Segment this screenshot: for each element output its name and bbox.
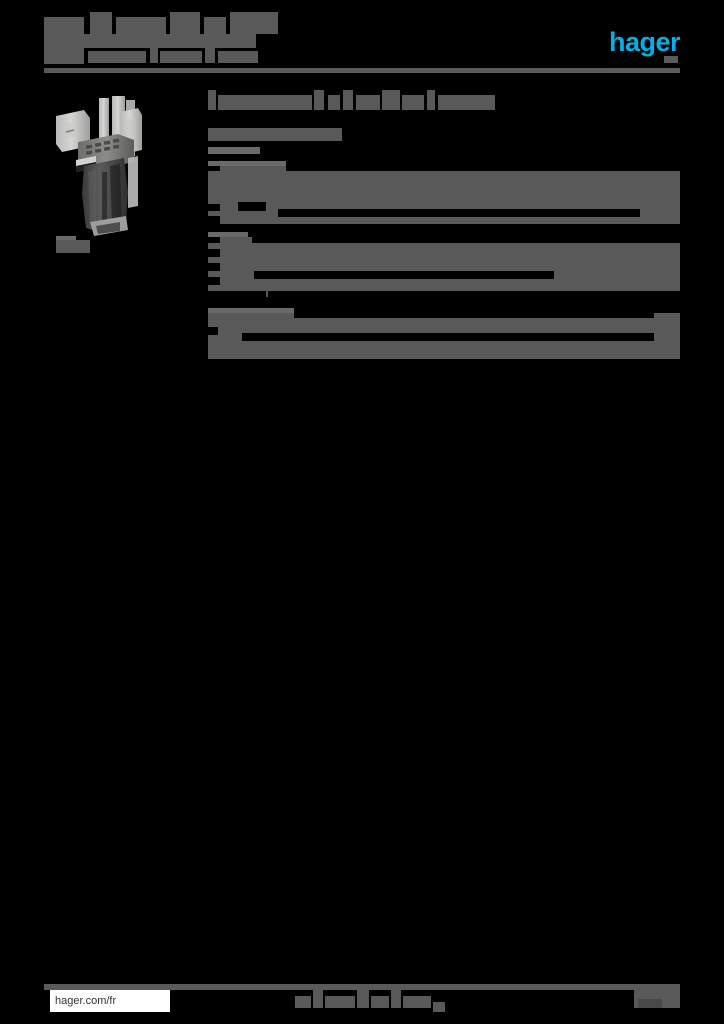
heading-fragment: [343, 90, 353, 110]
table-row: [252, 237, 680, 243]
subtitle-fragment: [88, 51, 146, 63]
footer-url-link[interactable]: hager.com/fr: [55, 995, 117, 1007]
main-content: [208, 88, 680, 372]
heading-fragment: [328, 95, 340, 110]
product-photo-svg: [56, 96, 142, 236]
table-row: [208, 291, 266, 297]
table-row: [208, 204, 220, 211]
table-row: [242, 333, 654, 341]
page-title-underline: [44, 34, 256, 48]
section-heading: [208, 88, 498, 110]
table-row: [208, 237, 220, 243]
spec-table-1-label: [208, 161, 286, 167]
footer-fragment: [403, 996, 431, 1008]
table-row: [208, 263, 220, 271]
footer-page-number: [634, 988, 680, 1008]
table-row: [238, 202, 266, 211]
spec-table-1: [208, 161, 680, 228]
heading-fragment: [382, 90, 400, 110]
heading-fragment: [402, 95, 424, 110]
table-row: [208, 216, 220, 224]
page-title: [44, 12, 278, 34]
footer-divider: [44, 984, 680, 990]
heading-fragment: [427, 90, 435, 110]
subtitle-fragment: [205, 48, 215, 63]
heading-fragment: [208, 90, 216, 110]
footer-center-text: [295, 990, 455, 1012]
subsection-subtitle: [208, 147, 260, 154]
title-fragment: [230, 12, 278, 34]
spec-table-2: [208, 232, 680, 297]
heading-fragment: [356, 95, 380, 110]
header-divider: [44, 68, 680, 73]
spec-table-2-label: [208, 232, 248, 238]
footer-url-plate[interactable]: hager.com/fr: [50, 990, 170, 1012]
product-caption: [56, 240, 90, 253]
title-fragment: [116, 17, 166, 34]
heading-fragment: [314, 90, 324, 110]
reference-badge: [44, 34, 84, 64]
heading-fragment: [218, 95, 312, 110]
subtitle-fragment: [150, 48, 158, 63]
title-group: [44, 12, 364, 64]
table-row: [268, 291, 680, 297]
title-fragment: [44, 17, 84, 34]
product-caption-rule: [56, 236, 76, 241]
title-fragment: [204, 17, 226, 34]
title-fragment: [90, 12, 112, 34]
heading-fragment: [438, 95, 495, 110]
table-row: [208, 166, 220, 171]
footer-fragment: [391, 990, 401, 1008]
subsection-heading: [208, 128, 342, 141]
spec-table-3-label: [208, 308, 294, 314]
table-row: [278, 209, 640, 217]
page-header: hager: [44, 12, 681, 74]
footer-fragment: [295, 996, 311, 1008]
title-fragment: [170, 12, 200, 34]
footer-fragment: [371, 996, 389, 1008]
footer-fragment: [313, 990, 323, 1008]
hager-logo: hager: [608, 27, 681, 57]
footer-fragment: [357, 990, 369, 1008]
footer-fragment: [433, 1002, 445, 1012]
table-row: [208, 249, 220, 257]
registered-trademark-mark: [664, 56, 678, 63]
subtitle-fragment: [218, 51, 258, 63]
table-row: [208, 224, 238, 228]
table-row: [208, 327, 218, 335]
spec-table-3-body: [208, 313, 680, 359]
footer-fragment: [325, 996, 355, 1008]
spec-table-3: [208, 308, 680, 359]
table-row: [294, 313, 654, 318]
footer-page-number-value: [638, 999, 662, 1008]
page-subtitle: [88, 48, 258, 63]
spec-table-2-body: [208, 237, 680, 297]
product-photo: [50, 88, 160, 236]
table-row: [254, 271, 554, 279]
table-row: [208, 277, 220, 285]
spec-table-1-body: [208, 166, 680, 224]
subtitle-fragment: [160, 51, 202, 63]
table-row: [286, 166, 680, 171]
